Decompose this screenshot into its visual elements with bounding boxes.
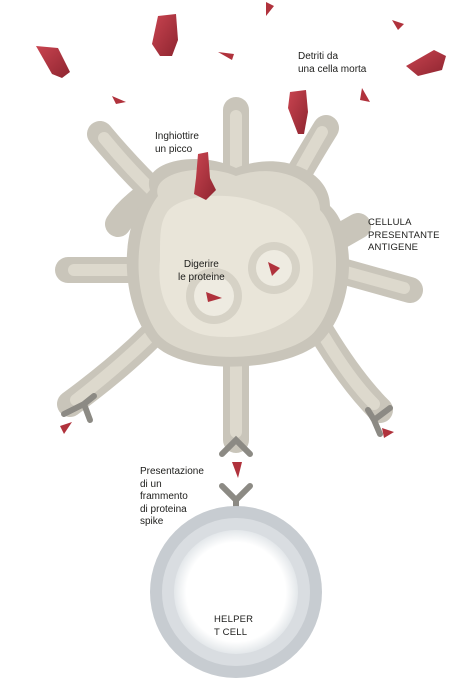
antigen-presenting-cell xyxy=(55,97,423,453)
helper-t-cell xyxy=(150,506,322,678)
digest-label: Digerire le proteine xyxy=(178,259,225,283)
presented-fragments xyxy=(60,422,394,478)
presented-fragment xyxy=(382,428,394,438)
apc-label: CELLULA PRESENTANTE ANTIGENE xyxy=(368,217,440,253)
digested-fragment xyxy=(206,292,222,302)
debris-fragment xyxy=(152,14,178,56)
debris-fragment xyxy=(112,96,126,104)
presented-spike-fragment xyxy=(232,462,242,478)
debris-fragment xyxy=(406,50,446,76)
debris-fragment xyxy=(288,90,308,134)
debris-fragments xyxy=(36,2,446,134)
debris-label: Detriti da una cella morta xyxy=(298,51,367,75)
debris-fragment xyxy=(36,46,70,78)
engulfed-spike-fragment xyxy=(194,152,216,200)
debris-fragment xyxy=(360,88,370,102)
debris-fragment xyxy=(392,20,404,30)
presentation-label: Presentazione di un frammento di protein… xyxy=(140,466,204,527)
digested-fragment xyxy=(268,262,280,276)
debris-fragment xyxy=(218,52,234,60)
debris-fragment xyxy=(266,2,274,16)
presented-fragment xyxy=(60,422,72,434)
engulf-label: Inghiottire un picco xyxy=(155,131,199,155)
helper-t-cell-label: HELPER T CELL xyxy=(214,614,254,638)
